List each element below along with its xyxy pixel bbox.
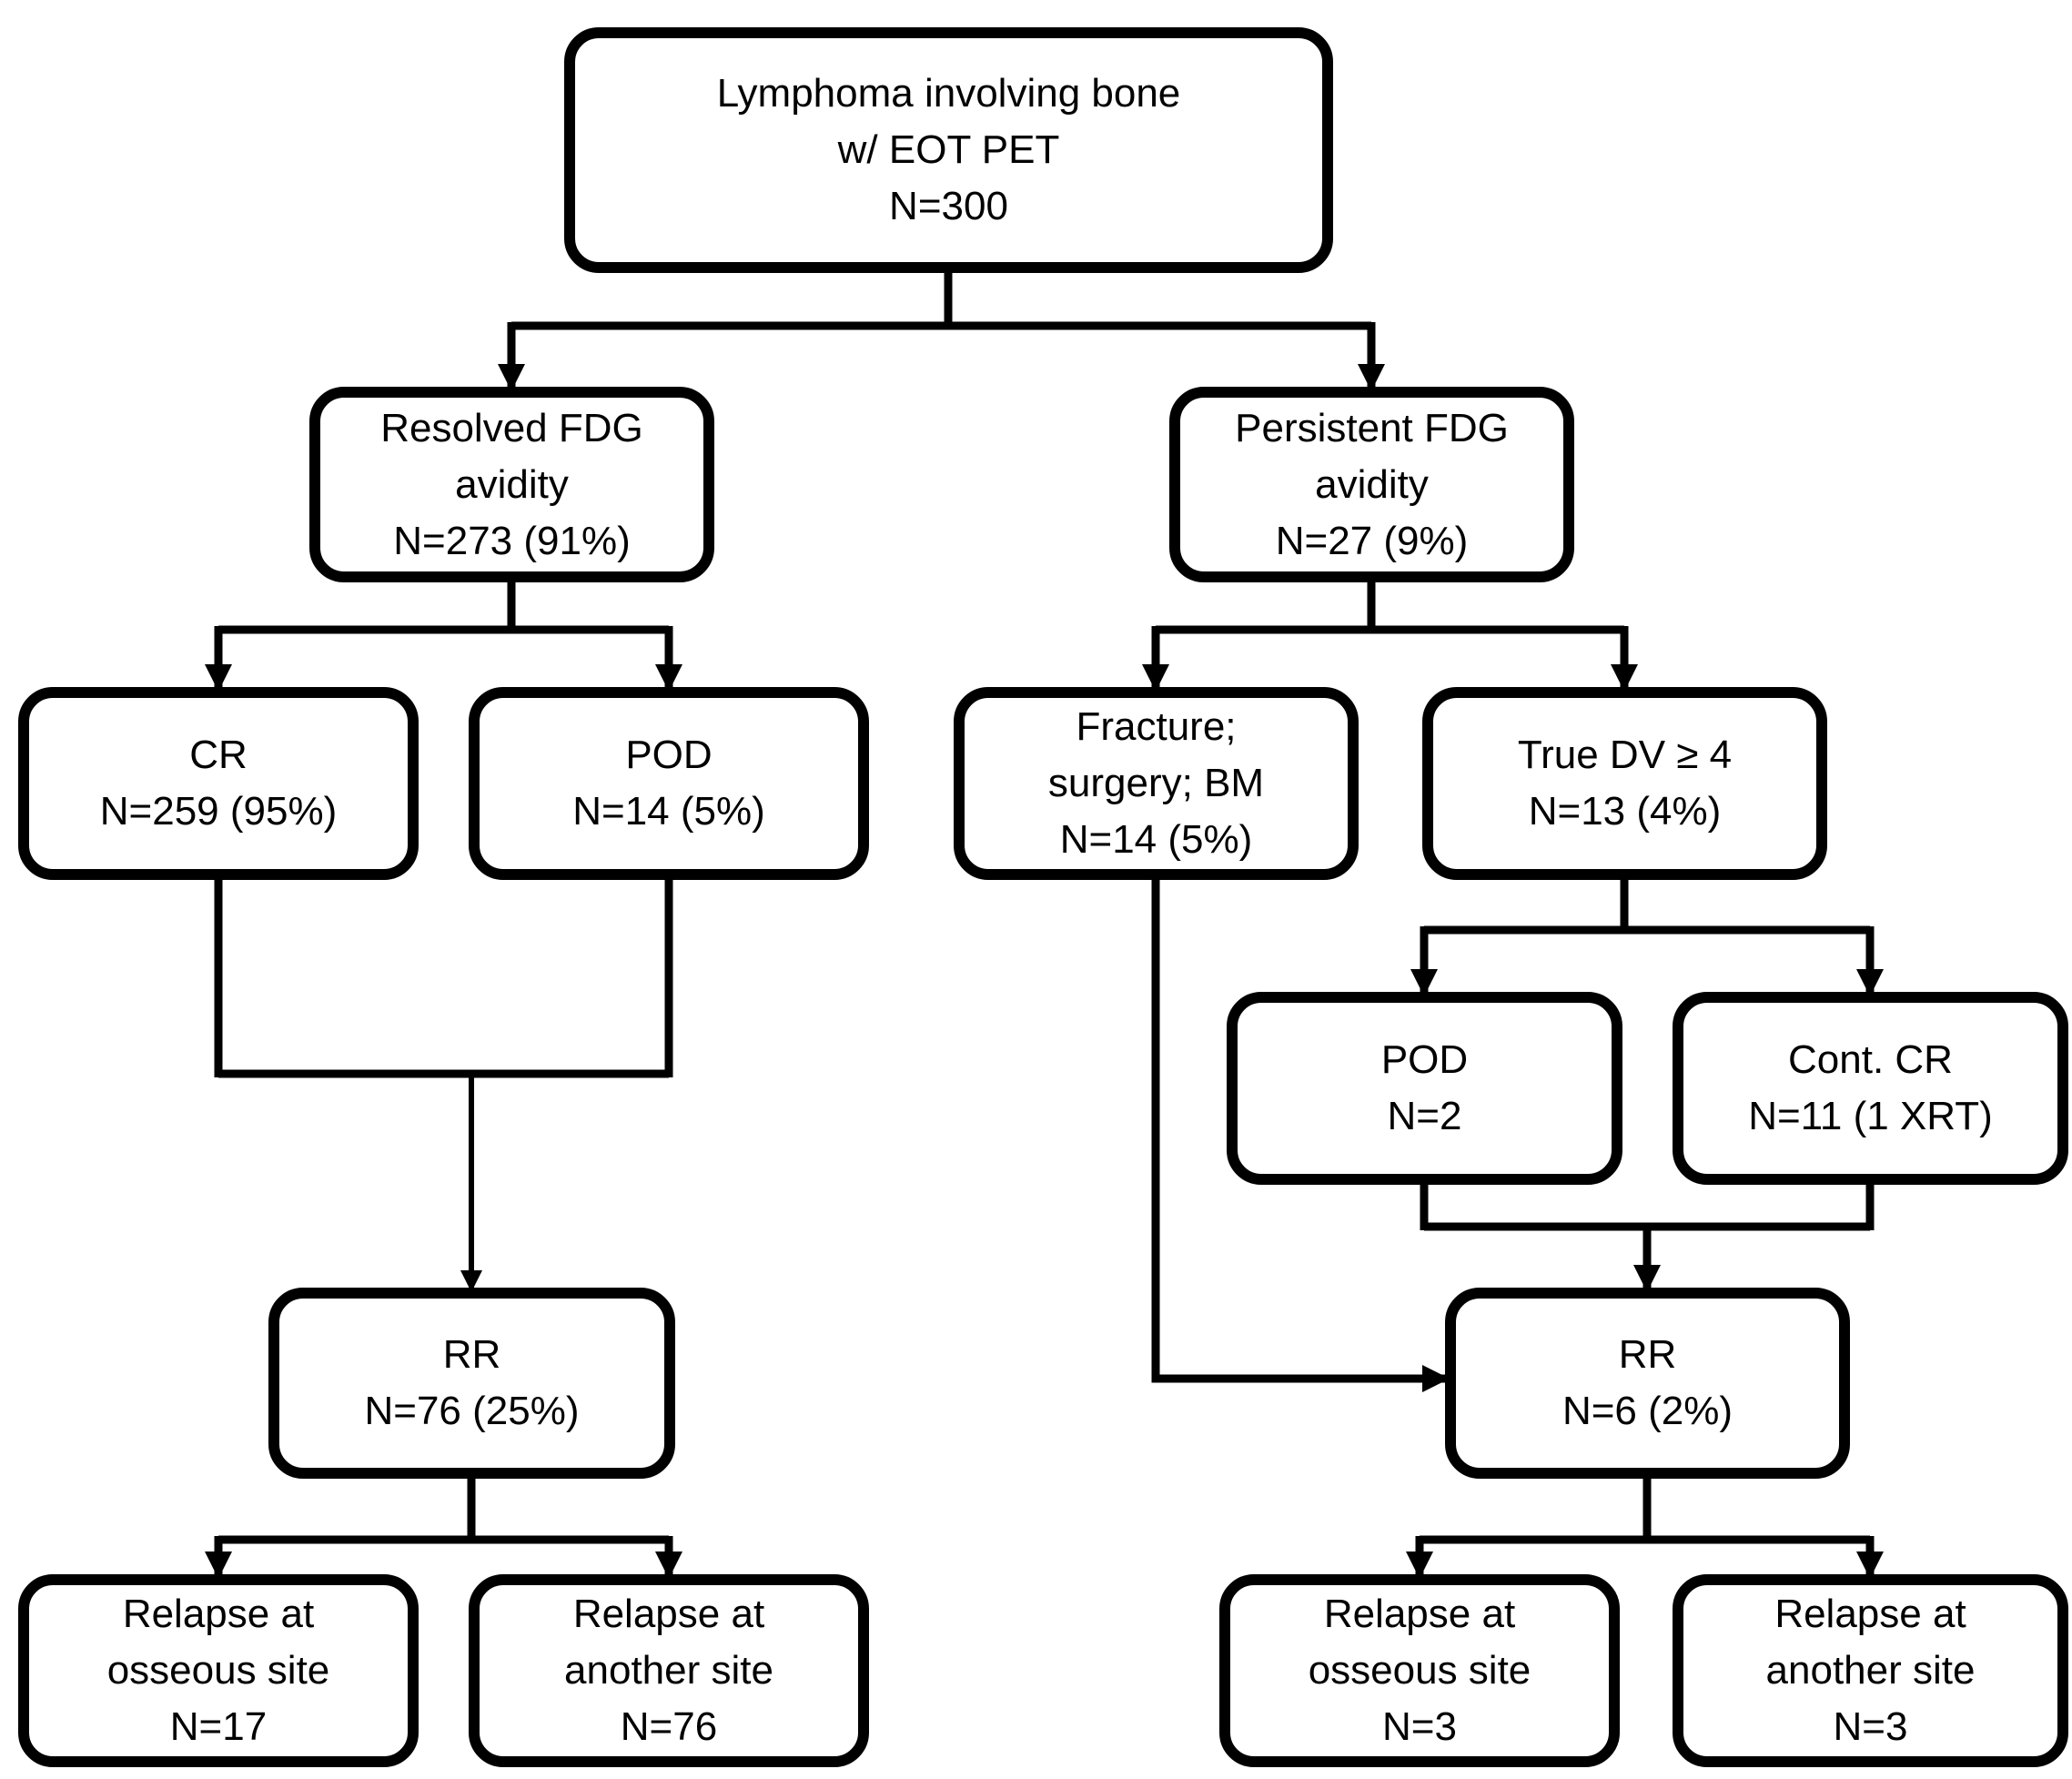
- node-text-line: N=273 (91%): [393, 518, 631, 563]
- node-relapse-another-resolved: Relapse at another site N=76: [469, 1574, 869, 1767]
- node-text-line: N=76 (25%): [364, 1389, 580, 1433]
- node-text-line: another site: [564, 1648, 773, 1693]
- node-relapse-osseous-resolved: Relapse at osseous site N=17: [18, 1574, 419, 1767]
- node-true-dv: True DV ≥ 4 N=13 (4%): [1422, 687, 1827, 880]
- node-text-line: N=259 (95%): [99, 789, 338, 834]
- node-cont-cr: Cont. CR N=11 (1 XRT): [1673, 992, 2068, 1185]
- node-relapse-osseous-persistent: Relapse at osseous site N=3: [1219, 1574, 1620, 1767]
- node-text-line: Fracture;: [1076, 704, 1237, 749]
- node-resolved-fdg-avidity: Resolved FDG avidity N=273 (91%): [309, 387, 714, 582]
- node-text-line: True DV ≥ 4: [1517, 733, 1733, 777]
- node-text-line: Resolved FDG: [380, 405, 643, 450]
- node-text-line: surgery; BM: [1047, 761, 1265, 805]
- node-text-line: avidity: [455, 461, 569, 507]
- node-text-line: w/ EOT PET: [837, 127, 1060, 172]
- node-text-line: N=2: [1387, 1094, 1462, 1138]
- node-text-line: N=3: [1833, 1704, 1908, 1749]
- node-text-line: N=27 (9%): [1275, 518, 1469, 563]
- node-text-line: Relapse at: [1323, 1592, 1516, 1636]
- node-text-line: N=17: [169, 1704, 268, 1749]
- node-rr-persistent: RR N=6 (2%): [1445, 1288, 1850, 1479]
- node-text-line: POD: [1380, 1037, 1469, 1082]
- node-pod-true-dv: POD N=2: [1227, 992, 1622, 1185]
- node-text-line: Lymphoma involving bone: [716, 71, 1181, 116]
- node-text-line: N=3: [1382, 1704, 1457, 1749]
- node-text-line: RR: [1618, 1332, 1677, 1377]
- node-persistent-fdg-avidity: Persistent FDG avidity N=27 (9%): [1169, 387, 1574, 582]
- node-text-line: avidity: [1315, 461, 1429, 507]
- node-text-line: osseous site: [106, 1648, 330, 1693]
- node-text-line: POD: [625, 733, 713, 777]
- node-text-line: Relapse at: [1774, 1592, 1966, 1636]
- node-text-line: N=11 (1 XRT): [1748, 1094, 1993, 1138]
- node-relapse-another-persistent: Relapse at another site N=3: [1673, 1574, 2068, 1767]
- node-lymphoma-eot-pet: Lymphoma involving bone w/ EOT PET N=300: [564, 27, 1333, 273]
- node-text-line: Cont. CR: [1788, 1037, 1953, 1082]
- node-text-line: N=6 (2%): [1562, 1389, 1733, 1433]
- arrow-fracture-to-rr-persistent: [1151, 875, 1450, 1392]
- node-text-line: Relapse at: [572, 1592, 765, 1636]
- node-text-line: N=300: [889, 184, 1008, 228]
- node-fracture-surgery-bm: Fracture; surgery; BM N=14 (5%): [954, 687, 1359, 880]
- node-text-line: another site: [1765, 1648, 1976, 1693]
- node-cr: CR N=259 (95%): [18, 687, 419, 880]
- node-text-line: Persistent FDG: [1235, 405, 1509, 450]
- node-text-line: N=76: [620, 1704, 718, 1749]
- node-text-line: N=14 (5%): [1059, 817, 1253, 862]
- node-text-line: N=14 (5%): [572, 789, 765, 834]
- node-text-line: RR: [442, 1332, 501, 1377]
- node-text-line: osseous site: [1308, 1648, 1531, 1693]
- node-text-line: N=13 (4%): [1528, 789, 1722, 834]
- node-text-line: CR: [189, 733, 248, 777]
- node-rr-resolved: RR N=76 (25%): [268, 1288, 675, 1479]
- node-text-line: Relapse at: [122, 1592, 315, 1636]
- node-pod-resolved: POD N=14 (5%): [469, 687, 869, 880]
